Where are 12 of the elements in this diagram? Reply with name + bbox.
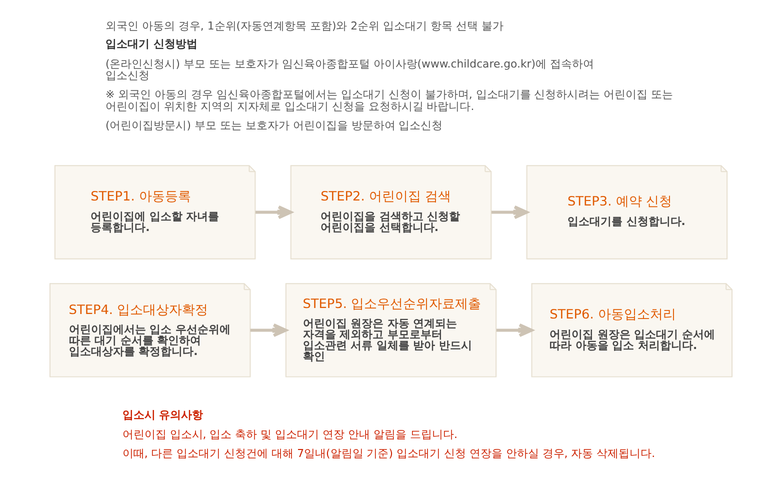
label: (온라인신청시) 부모 또는 보호자가 임신육아종합포털 아이사랑(www.childcare.go.kr)에 접속하여 입소신청 <box>104 57 594 82</box>
arrow <box>490 205 528 220</box>
label: 어린이집 입소시, 입소 축하 및 입소대기 연장 안내 알림을 드립니다. <box>122 428 457 442</box>
label: 이때, 다른 입소대기 신청건에 대해 7일내(알림일 기준) 입소대기 신청 연장을 안하실 경우, 자동 삭제됩니다. <box>122 446 655 460</box>
label: ※ 외국인 아동의 경우 임신육아종합포털에서는 입소대기 신청이 불가하며, 입소대기를 신청하시려는 어린이집 또는 어린이집이 위치한 지역의 지자체로 입소대기 신청을 요청하시길 바랍니다. <box>104 88 673 113</box>
label: 외국인 아동의 경우, 1순위(자동연계항목 포함)와 2순위 입소대기 항목 선택 불가 <box>104 20 503 33</box>
label: (어린이집방문시) 부모 또는 보호자가 어린이집을 방문하여 입소신청 <box>104 118 442 132</box>
arrow <box>496 323 533 338</box>
label: 입소시 유의사항 <box>122 408 203 422</box>
arrow <box>250 323 287 338</box>
label: 입소대기 신청방법 <box>104 37 197 50</box>
arrow <box>255 205 292 220</box>
